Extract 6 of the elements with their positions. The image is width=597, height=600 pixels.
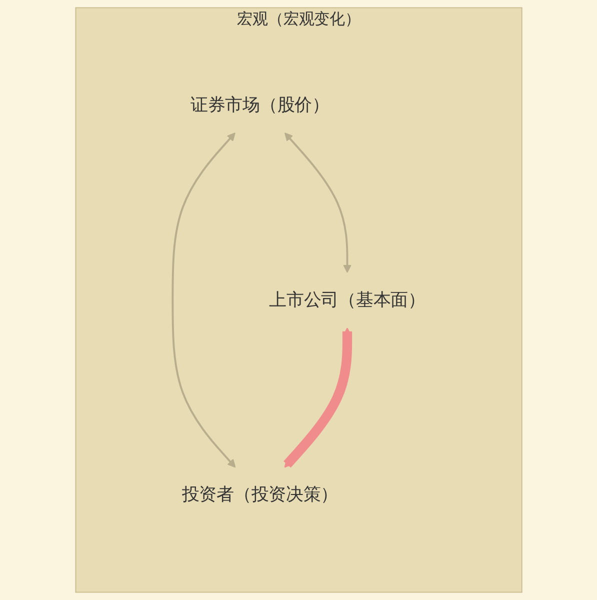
- arrow: [171, 132, 236, 468]
- node-text: 上市公司（基本面）: [268, 290, 426, 310]
- arrow: [283, 328, 352, 468]
- node-text: 投资者（投资决策）: [182, 484, 338, 505]
- node-text: 证券市场（股价）: [190, 95, 330, 116]
- arrow: [284, 132, 352, 273]
